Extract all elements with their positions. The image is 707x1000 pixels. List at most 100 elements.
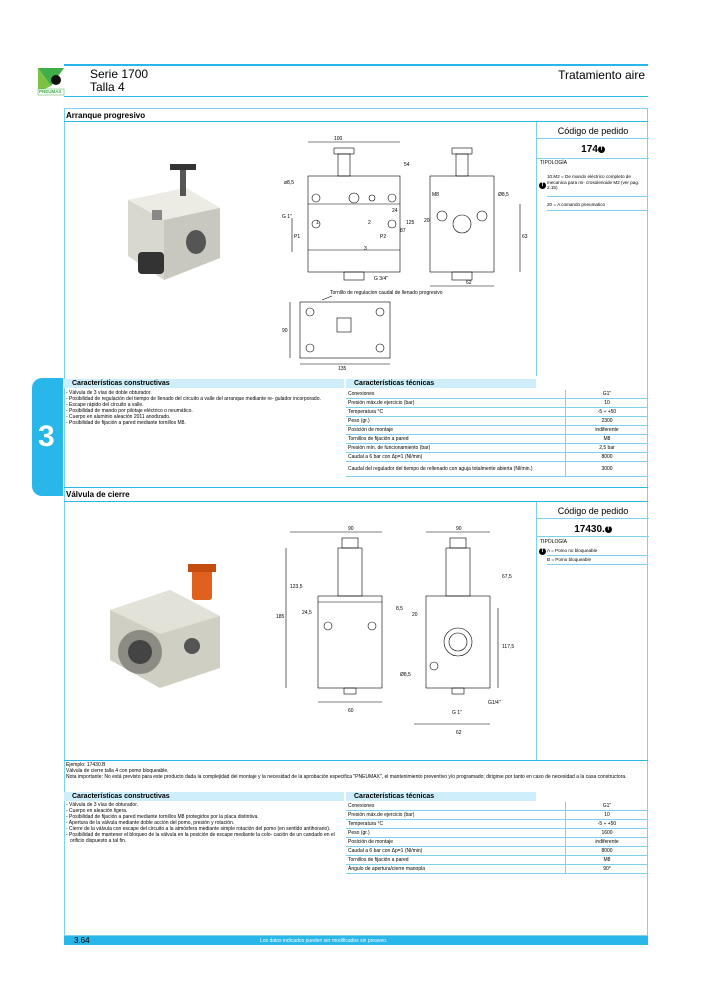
series-size: Talla 4 [90, 80, 125, 94]
section2-notes-divider [64, 760, 648, 761]
order-title-2: Código de pedido [557, 506, 629, 516]
dim-1235: 123,5 [290, 584, 303, 590]
order-panel-2: Código de pedido 17430.T TIPOLOGÍA T A =… [536, 502, 649, 760]
label-g34: G 3/4" [374, 276, 388, 282]
port-1: 1 [316, 220, 319, 226]
progressive-starter-photo [108, 160, 228, 290]
table-row: Caudal del regulador del tiempo de relle… [346, 461, 648, 477]
order-title-1: Código de pedido [557, 126, 629, 136]
tip-row-2-0: A = Pomo no bloqueable [547, 548, 647, 556]
port-3: 3 [364, 246, 367, 252]
section1-title: Arranque progresivo [66, 111, 146, 120]
section2-divider [64, 501, 648, 502]
page-frame [64, 108, 648, 936]
tip-row-1-0: 10.M2 = De mando eléctrico completo de m… [547, 174, 647, 197]
feature-item: - Posibilidad de mando por pilotaje eléc… [66, 408, 193, 414]
note-text-1: Válvula de cierre talla 4 con pomo bloqu… [66, 768, 169, 774]
tip-row-2-1: B = Pomo bloqueable [547, 557, 647, 565]
table-row: Presión máx.de ejercicio (bar)10 [346, 398, 648, 408]
dim-90: 90 [282, 328, 288, 334]
tipologia-1: TIPOLOGÍA [540, 160, 567, 166]
dim-o85b: Ø8,5 [498, 192, 509, 198]
dim-85: 8,5 [396, 606, 403, 612]
dim-90b: 90 [456, 526, 462, 532]
header-top-line [64, 64, 648, 66]
tech-header-1: Características técnicas [346, 379, 536, 388]
pneumax-logo: PNEUMAX [36, 66, 66, 96]
section2-title: Válvula de cierre [66, 490, 130, 499]
dim-87: 87 [400, 228, 406, 234]
dim-90a: 90 [348, 526, 354, 532]
chapter-tab [32, 378, 63, 496]
logo-text: PNEUMAX [39, 89, 62, 94]
feature-item: - Válvula de 3 vías de doble obturador. [66, 390, 152, 396]
dim-185: 185 [276, 614, 285, 620]
table-row: Temperatura °C-5 ÷ +50 [346, 819, 648, 829]
dim-20: 20 [424, 218, 430, 224]
page-number: 3.64 [74, 936, 90, 945]
dim-o85: ø8,5 [284, 180, 294, 186]
feature-item: - Escape rápido del circuito a valle. [66, 402, 144, 408]
shutoff-valve-drawing: 90 90 123,5 24,5 185 8,5 20 67,5 117,5 Ø… [262, 518, 534, 740]
port-2: 2 [368, 220, 371, 226]
table-row: Presión mín. de funcionamiento (bar)2,5 … [346, 443, 648, 453]
example-text: Ejemplo: 17430.B [66, 762, 106, 768]
table-row: Temperatura °C-5 ÷ +50 [346, 407, 648, 417]
feature-item: - Cuerpo en aluminio aleación 2011 anodi… [66, 414, 171, 420]
label-m8: M8 [432, 192, 439, 198]
feature-item: - Cierre de la válvula con escape del ci… [66, 826, 331, 832]
table-row: Caudal a 6 bar con Δp=1 (Nl/min)8000 [346, 846, 648, 856]
order-code-2: 17430.T [574, 524, 612, 535]
dim-24: 24 [392, 208, 398, 214]
table-row: Presión máx.de ejercicio (bar)10 [346, 810, 648, 820]
feature-item: - Posibilidad de fijación a pared median… [66, 420, 186, 426]
label-g1: G 1" [282, 214, 292, 220]
footer-disclaimer: Los datos indicados pueden ser modificad… [260, 938, 388, 944]
chapter-number: 3 [38, 420, 55, 453]
feature-item: - Cuerpo en aleación ligera. [66, 808, 128, 814]
feature-item: - Posibilidad de fijación a pared median… [66, 814, 259, 820]
header-bottom-line [64, 96, 648, 97]
label-g14: G1/4" [488, 700, 501, 706]
feature-item: - Apertura de la válvula mediante doble … [66, 820, 235, 826]
dim-20b: 20 [412, 612, 418, 618]
dim-63: 63 [522, 234, 528, 240]
dim-62b: 62 [456, 730, 462, 736]
tip-bullet-1: T [539, 182, 546, 189]
header-section: Tratamiento aire [558, 68, 645, 82]
dim-60: 60 [348, 708, 354, 714]
features-header-2: Características constructivas [64, 792, 344, 801]
feature-item: - Posibilidad de mantener el bloqueo de … [66, 832, 335, 844]
tip-bullet-2: T [539, 548, 546, 555]
tech-header-2: Características técnicas [346, 792, 536, 801]
table-row: Peso (gr.)1600 [346, 828, 648, 838]
progressive-starter-drawing: 100 54 ø8,5 G 1" 1 2 P1 P2 3 24 125 87 G… [282, 132, 534, 372]
shutoff-valve-photo [100, 560, 230, 690]
feature-item: - Válvula de 3 vías de obturador. [66, 802, 138, 808]
label-g1b: G 1" [452, 710, 462, 716]
dim-100: 100 [334, 136, 343, 142]
dim-135: 135 [338, 366, 347, 372]
section2-top-divider [64, 487, 648, 488]
series-name: Serie 1700 [90, 67, 149, 81]
header-series: Serie 1700 Talla 4 [90, 68, 148, 94]
tip-row-1-1: 20 = A comando pneumatico [547, 202, 647, 211]
features-list-2: - Válvula de 3 vías de obturador. - Cuer… [66, 802, 342, 844]
section1-divider [64, 121, 648, 122]
dim-125: 125 [406, 220, 415, 226]
features-list-1: - Válvula de 3 vías de doble obturador. … [66, 390, 342, 426]
table-row: Peso (gr.)2300 [346, 416, 648, 426]
dim-245: 24,5 [302, 610, 312, 616]
features-header-1: Características constructivas [64, 379, 344, 388]
footer-bar [64, 936, 648, 945]
